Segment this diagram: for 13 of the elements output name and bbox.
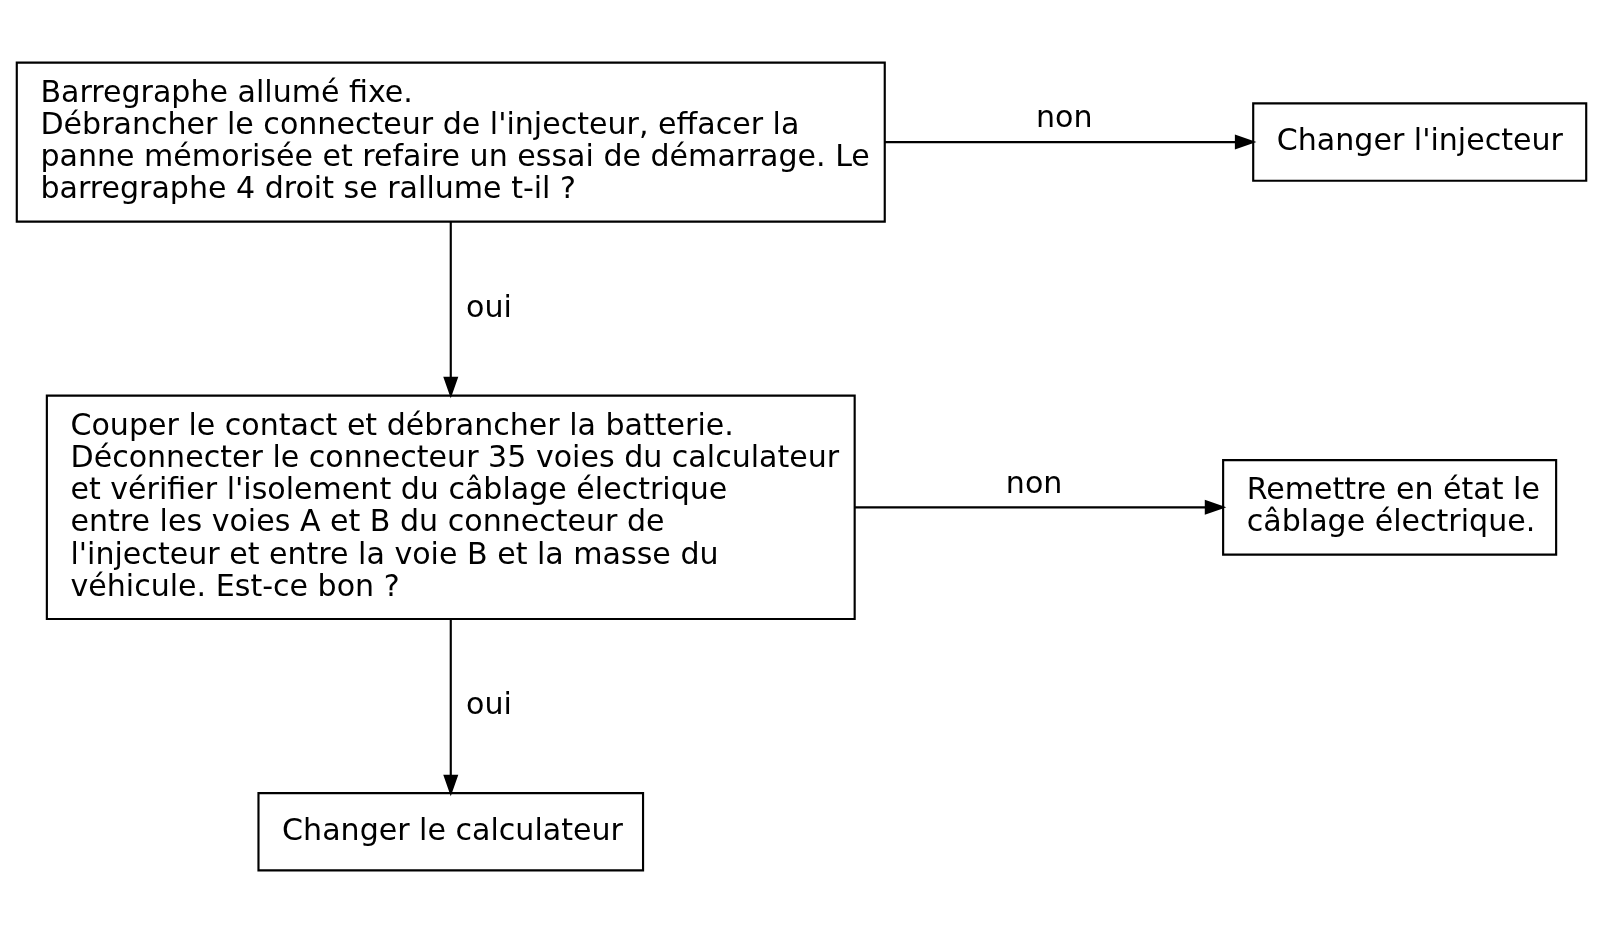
node-box: Changer l'injecteur	[1252, 101, 1588, 182]
arrow	[855, 499, 1227, 515]
node-box: Remettre en état le câblage électrique.	[1222, 458, 1558, 556]
arrow	[884, 134, 1257, 150]
edge-label: non	[1005, 464, 1063, 500]
node-box: Couper le contact et débrancher la batterie. Déconnecter le connecteur 35 voies du calculateur et vérifier l'isolement du câblage électrique entre les voies A et B du connecteur de l'injecteur et entre la voie B et la masse du véhicule. Est-ce bon ?	[45, 394, 856, 620]
node-box: Changer le calculateur	[257, 791, 645, 871]
edge-label: oui	[466, 288, 512, 324]
arrow	[443, 619, 459, 796]
edge-label: non	[1035, 98, 1093, 134]
edge-label: oui	[466, 685, 512, 721]
node-box: Barregraphe allumé fixe. Débrancher le connecteur de l'injecteur, effacer la panne mémorisée et refaire un essai de démarrage. Le barregraphe 4 droit se rallume t-il ?	[15, 61, 886, 223]
arrow	[443, 221, 459, 398]
